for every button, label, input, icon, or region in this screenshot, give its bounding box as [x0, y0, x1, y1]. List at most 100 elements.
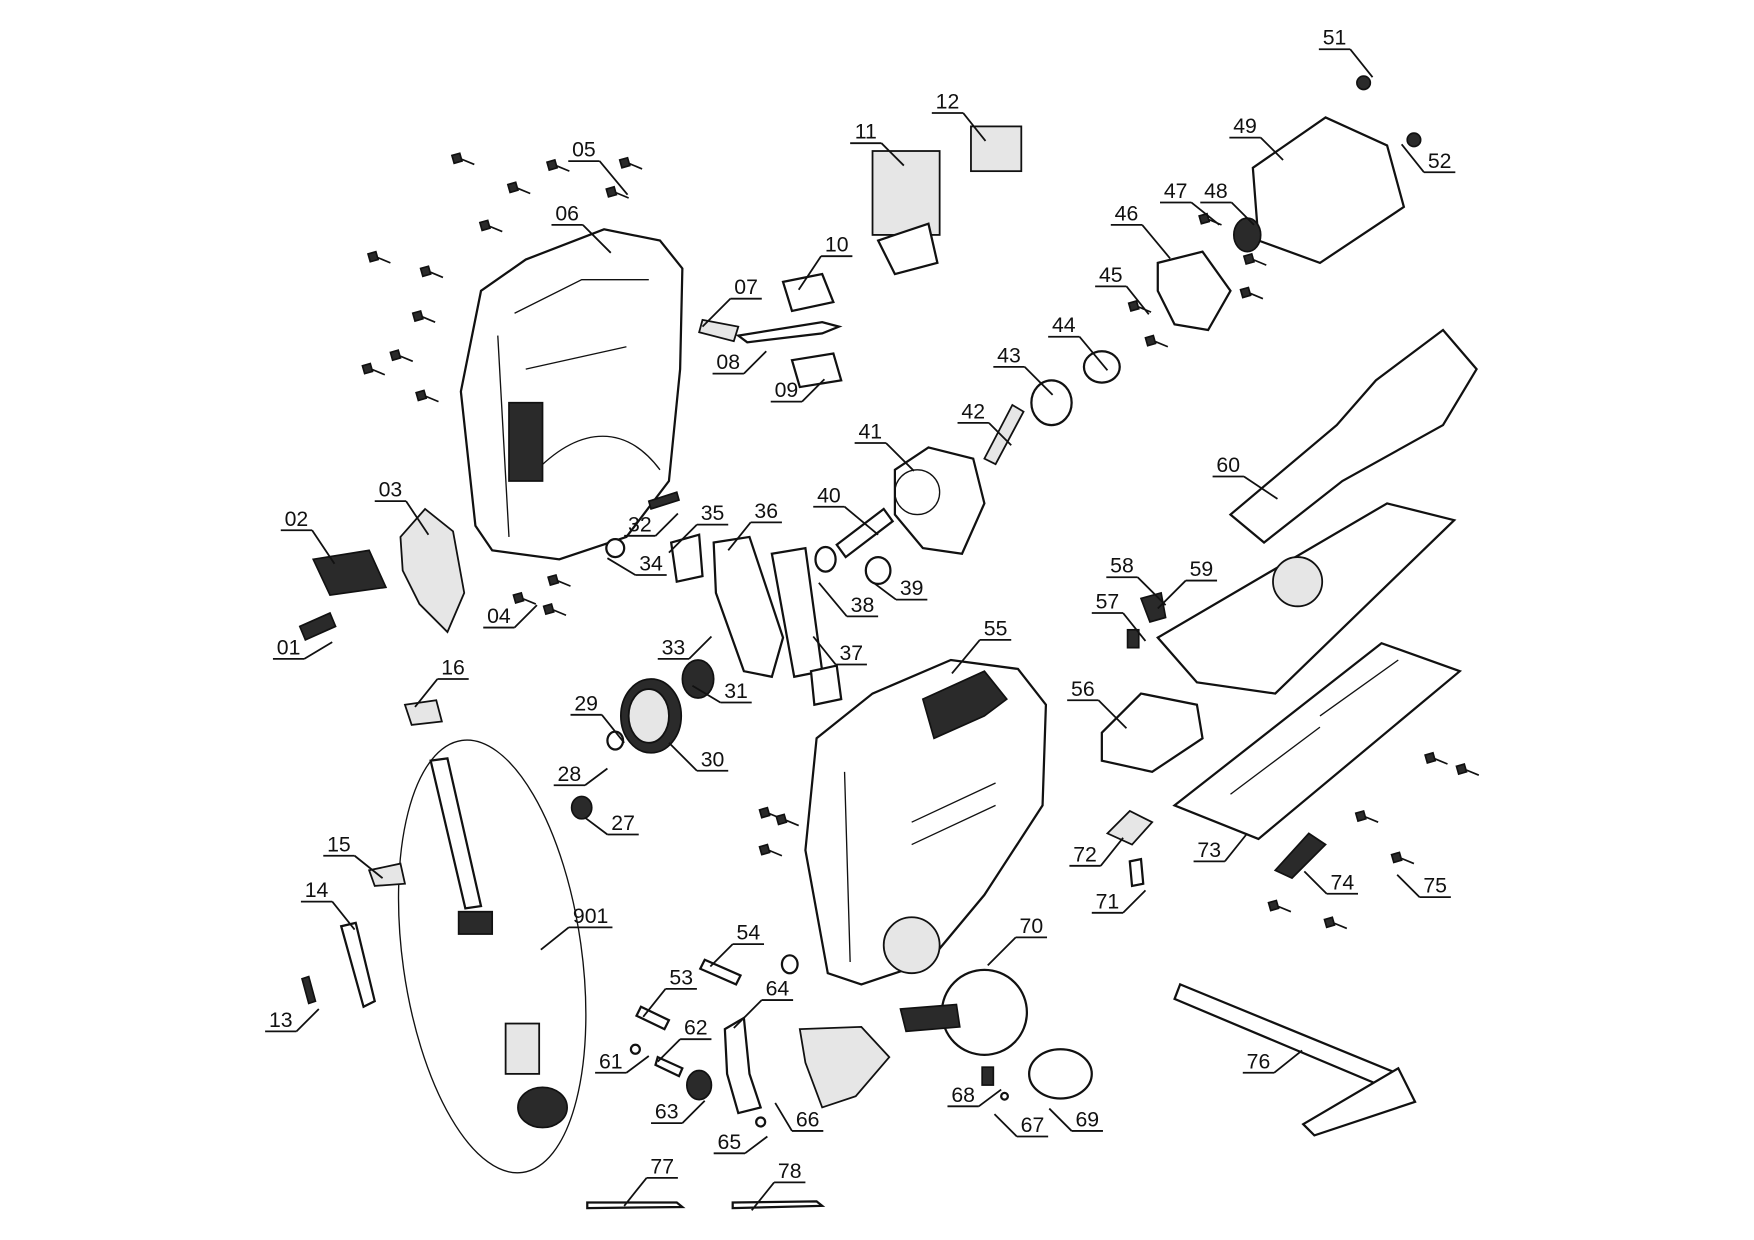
part-06-housing-left — [459, 228, 684, 561]
part-53-pin — [634, 1005, 671, 1031]
leader-line — [265, 1008, 320, 1033]
leader-line — [595, 1055, 650, 1074]
part-label-27: 27 — [584, 811, 639, 836]
part-label-64: 64 — [733, 977, 794, 1029]
leader-line — [1229, 136, 1284, 161]
part-46-motor-plate — [1156, 250, 1232, 332]
part-label-40: 40 — [813, 483, 879, 536]
leader-line — [1396, 874, 1451, 899]
leader-line — [272, 641, 333, 660]
part-57-spring — [1126, 628, 1140, 649]
part-number: 33 — [662, 635, 686, 659]
part-number: 60 — [1216, 453, 1240, 477]
part-11-trigger — [876, 222, 939, 276]
leader-line — [1318, 48, 1374, 78]
part-label-14: 14 — [300, 878, 356, 931]
leader-line — [850, 142, 905, 167]
part-number: 09 — [775, 378, 799, 402]
part-number: 57 — [1096, 590, 1120, 614]
part-number: 11 — [855, 120, 877, 144]
part-number: 41 — [858, 420, 882, 444]
part-number: 38 — [851, 593, 875, 617]
part-label-32: 32 — [624, 512, 679, 537]
part-number: 04 — [487, 604, 511, 628]
part-number: 36 — [754, 499, 778, 523]
part-number: 10 — [825, 233, 849, 257]
leader-line — [993, 366, 1054, 396]
part-number: 65 — [718, 1130, 742, 1154]
part-number: 55 — [984, 616, 1008, 640]
screw-icon — [545, 158, 570, 172]
screw-icon — [547, 573, 571, 587]
part-label-74: 74 — [1303, 870, 1359, 895]
part-label-63: 63 — [651, 1100, 706, 1124]
leader-line — [623, 1177, 678, 1207]
part-number: 74 — [1331, 870, 1355, 894]
part-label-05: 05 — [568, 138, 629, 196]
part-64-link — [723, 1016, 763, 1115]
part-62-pin — [654, 1055, 684, 1078]
leader-line — [691, 684, 752, 704]
part-number: 42 — [961, 399, 985, 423]
part-number: 30 — [701, 747, 725, 771]
part-label-66: 66 — [774, 1102, 824, 1132]
part-label-901: 901 — [540, 904, 613, 951]
part-number: 14 — [305, 878, 329, 902]
part-36-plunger-guide — [712, 535, 785, 679]
part-number: 71 — [1096, 889, 1120, 913]
part-14-spring-wire — [339, 921, 377, 1009]
part-71-screw — [1128, 857, 1145, 888]
part-59-roller — [1272, 556, 1324, 608]
part-label-12: 12 — [931, 90, 987, 142]
leader-line — [947, 1088, 1002, 1108]
part-number: 49 — [1233, 114, 1257, 138]
part-label-47: 47 — [1160, 179, 1220, 226]
part-label-39: 39 — [873, 576, 928, 601]
part-label-62: 62 — [657, 1016, 712, 1063]
part-37-bracket — [809, 664, 843, 707]
leader-line — [584, 817, 639, 836]
leader-line — [657, 635, 713, 660]
part-number: 901 — [573, 904, 608, 928]
part-55-housing-right — [804, 658, 1048, 986]
leader-line — [727, 521, 782, 551]
screws — [361, 152, 1480, 930]
leader-line — [709, 943, 765, 968]
leader-line — [951, 638, 1012, 674]
leader-line — [1110, 223, 1171, 259]
part-number: 72 — [1073, 842, 1097, 866]
part-01-spring — [298, 611, 337, 641]
part-55-handle — [921, 670, 1008, 740]
part-label-02: 02 — [280, 507, 336, 565]
leader-line — [1091, 612, 1147, 642]
part-72-clamp — [1105, 809, 1154, 846]
part-label-71: 71 — [1091, 889, 1147, 914]
part-number: 46 — [1115, 201, 1139, 225]
leader-line — [540, 926, 613, 951]
leader-line — [1095, 285, 1150, 315]
part-11-switch — [871, 150, 941, 236]
part-number: 29 — [574, 691, 598, 715]
part-label-35: 35 — [668, 501, 729, 554]
leader-line — [483, 604, 538, 629]
part-label-48: 48 — [1200, 179, 1255, 226]
part-label-37: 37 — [812, 635, 867, 666]
leader-line — [993, 1113, 1049, 1138]
leader-line — [642, 987, 697, 1018]
part-label-33: 33 — [657, 635, 713, 660]
part-56-bracket — [1100, 692, 1204, 774]
part-34-sleeve — [605, 538, 626, 559]
part-label-72: 72 — [1069, 837, 1124, 867]
part-label-41: 41 — [854, 420, 915, 472]
part-63-roller — [685, 1069, 713, 1101]
part-76-parallel-guide — [1173, 982, 1400, 1093]
part-number: 15 — [327, 832, 351, 856]
part-number: 27 — [611, 811, 635, 835]
part-number: 08 — [716, 350, 740, 374]
part-number: 77 — [650, 1154, 674, 1178]
part-label-56: 56 — [1067, 677, 1128, 729]
leader-line — [1091, 889, 1147, 914]
part-number: 66 — [796, 1107, 820, 1131]
part-label-44: 44 — [1048, 313, 1109, 371]
